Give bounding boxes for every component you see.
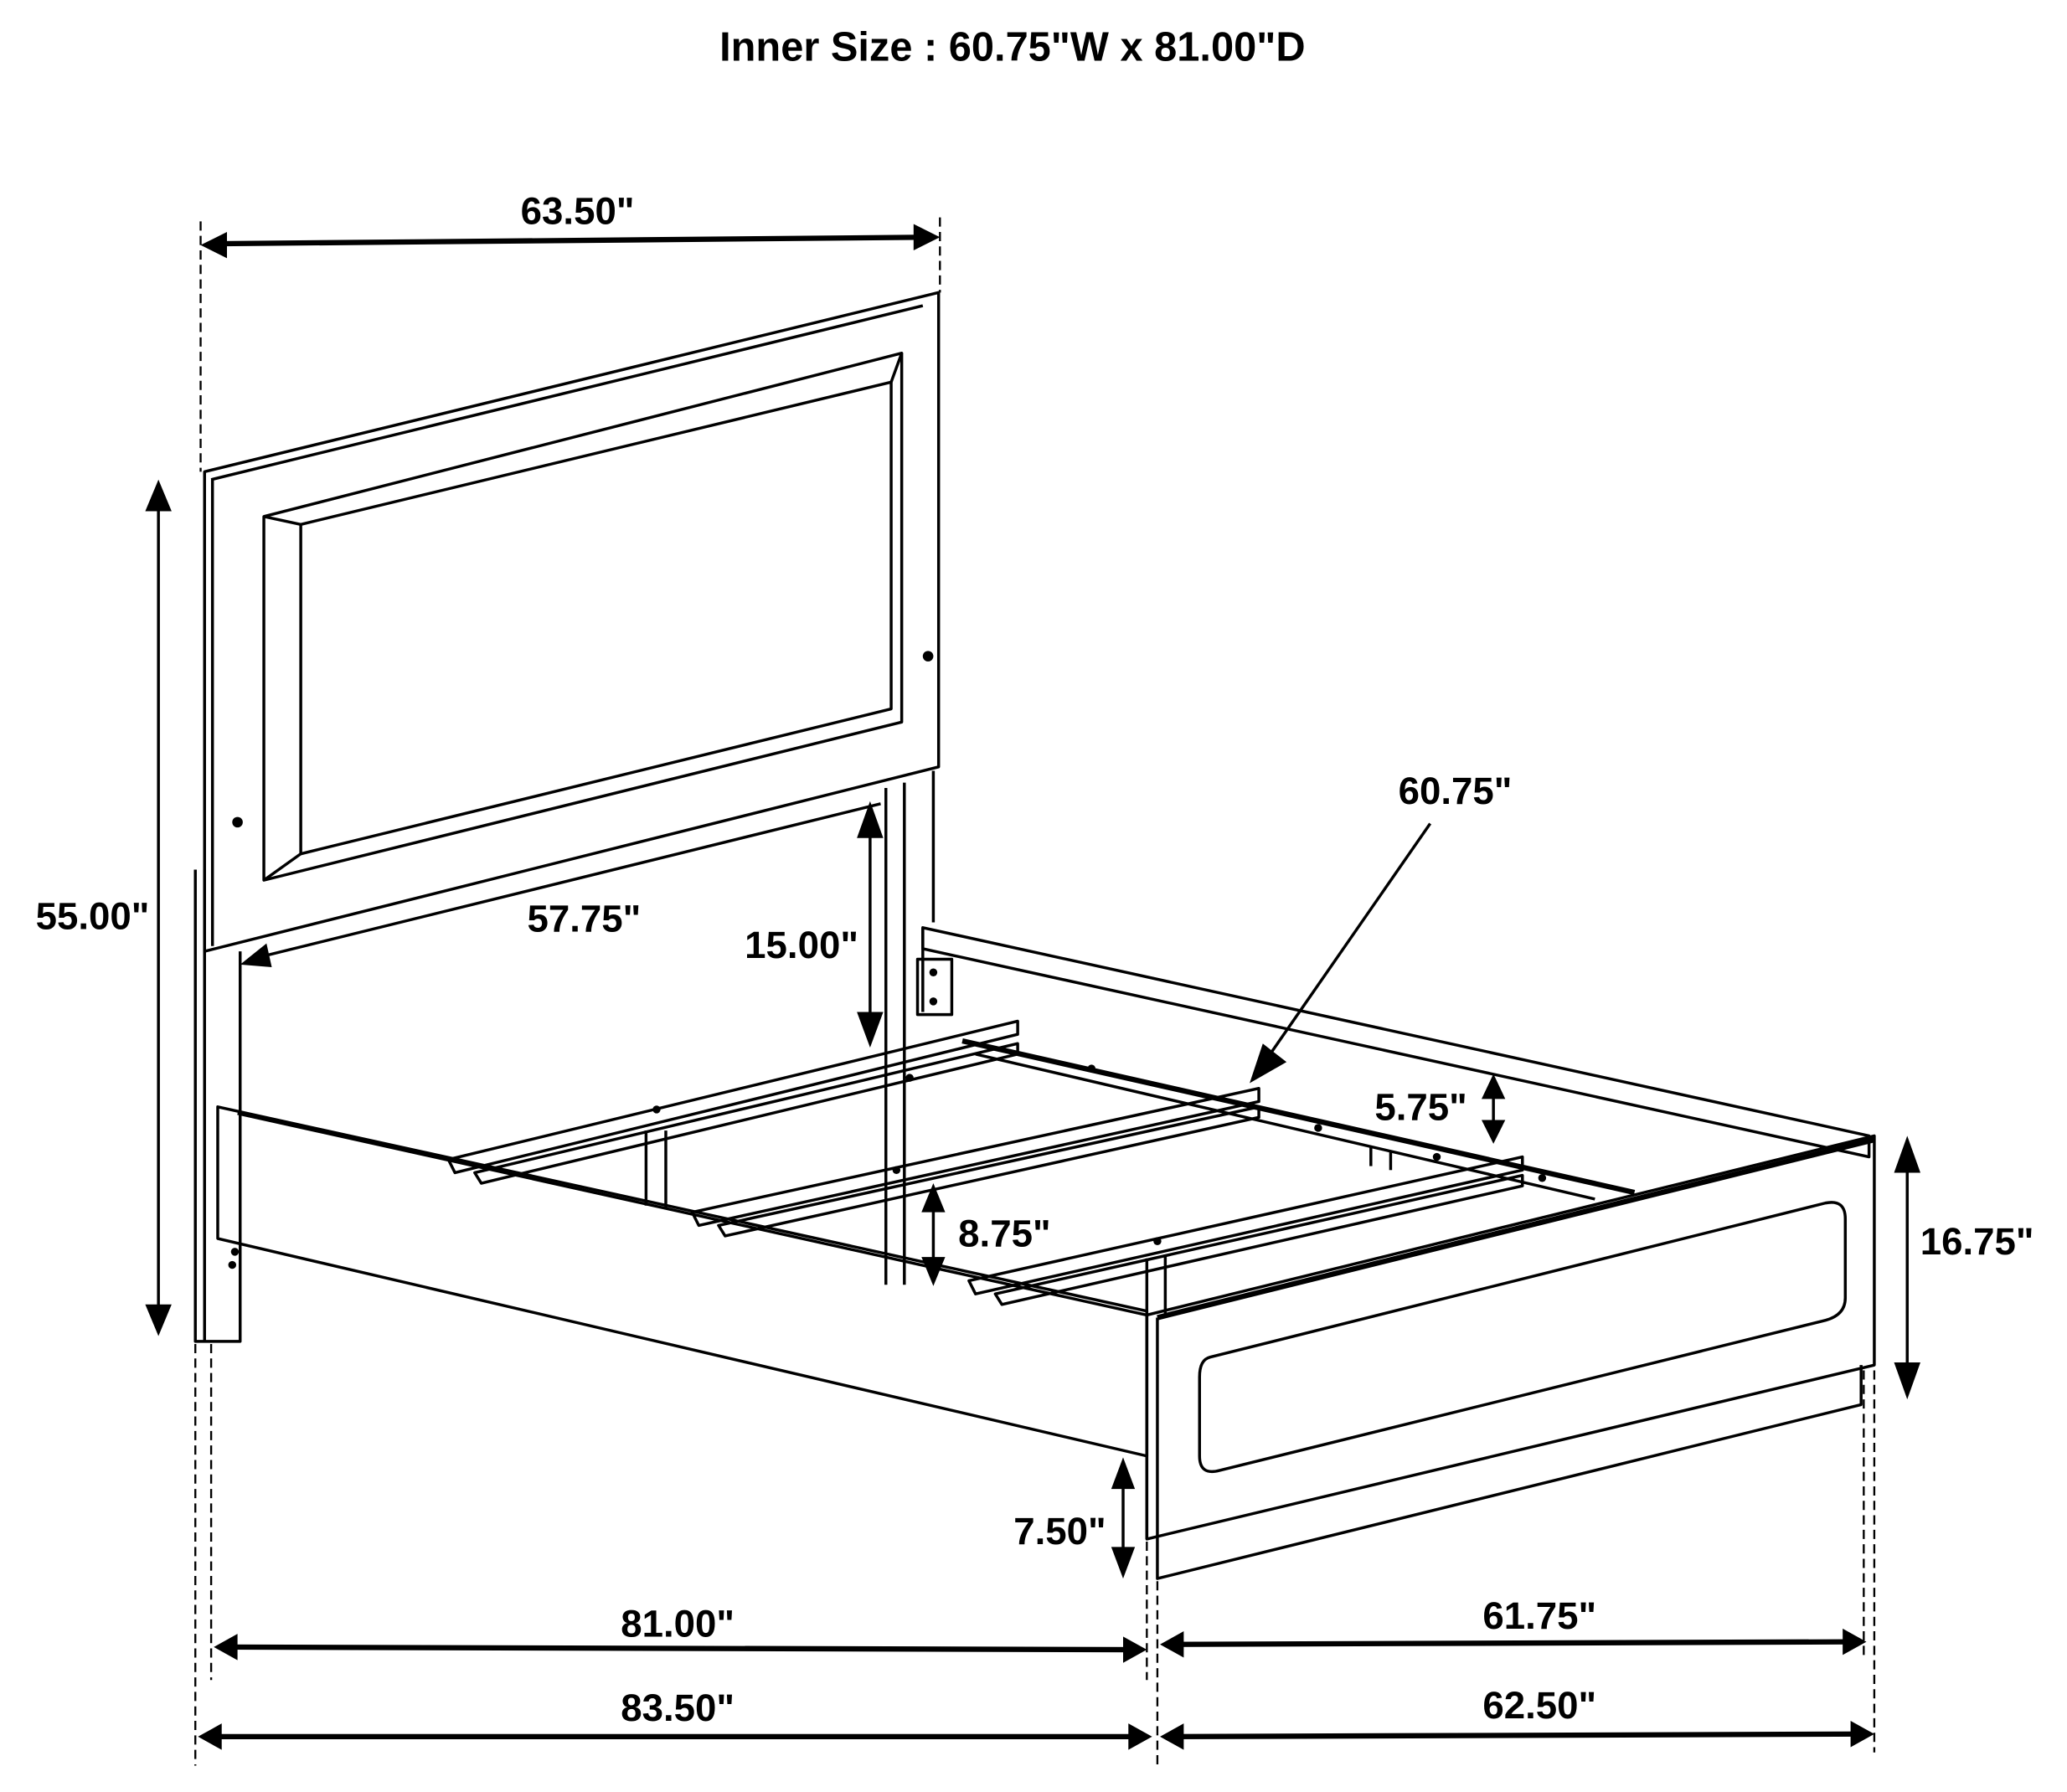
side-rail-left [216, 1105, 1149, 1458]
side-rail-right [915, 926, 1871, 1159]
dimension-arrows [145, 224, 1920, 1750]
headboard [193, 291, 941, 1343]
overall-length-label: 83.50" [621, 1686, 735, 1729]
footboard-inner-width-label: 61.75" [1482, 1594, 1596, 1637]
overall-width-label: 62.50" [1482, 1684, 1596, 1727]
footboard [1145, 1134, 1876, 1580]
headboard-width-label: 63.50" [521, 190, 635, 233]
side-rail-clearance-label: 8.75" [958, 1213, 1050, 1255]
slats [446, 1019, 1636, 1306]
slat-width-label: 60.75" [1399, 770, 1513, 812]
footboard-height-label: 16.75" [1920, 1220, 2034, 1263]
headboard-clearance-label: 15.00" [745, 924, 858, 966]
inner-length-label: 81.00" [621, 1602, 735, 1645]
headboard-height-label: 55.00" [36, 894, 150, 937]
extension-lines [194, 217, 1876, 1766]
inner-size-title: Inner Size : 60.75"W x 81.00"D [719, 24, 1305, 70]
rail-to-slat-label: 5.75" [1374, 1086, 1466, 1129]
footboard-clearance-label: 7.50" [1013, 1510, 1106, 1553]
headboard-panel-width-label: 57.75" [528, 897, 642, 940]
